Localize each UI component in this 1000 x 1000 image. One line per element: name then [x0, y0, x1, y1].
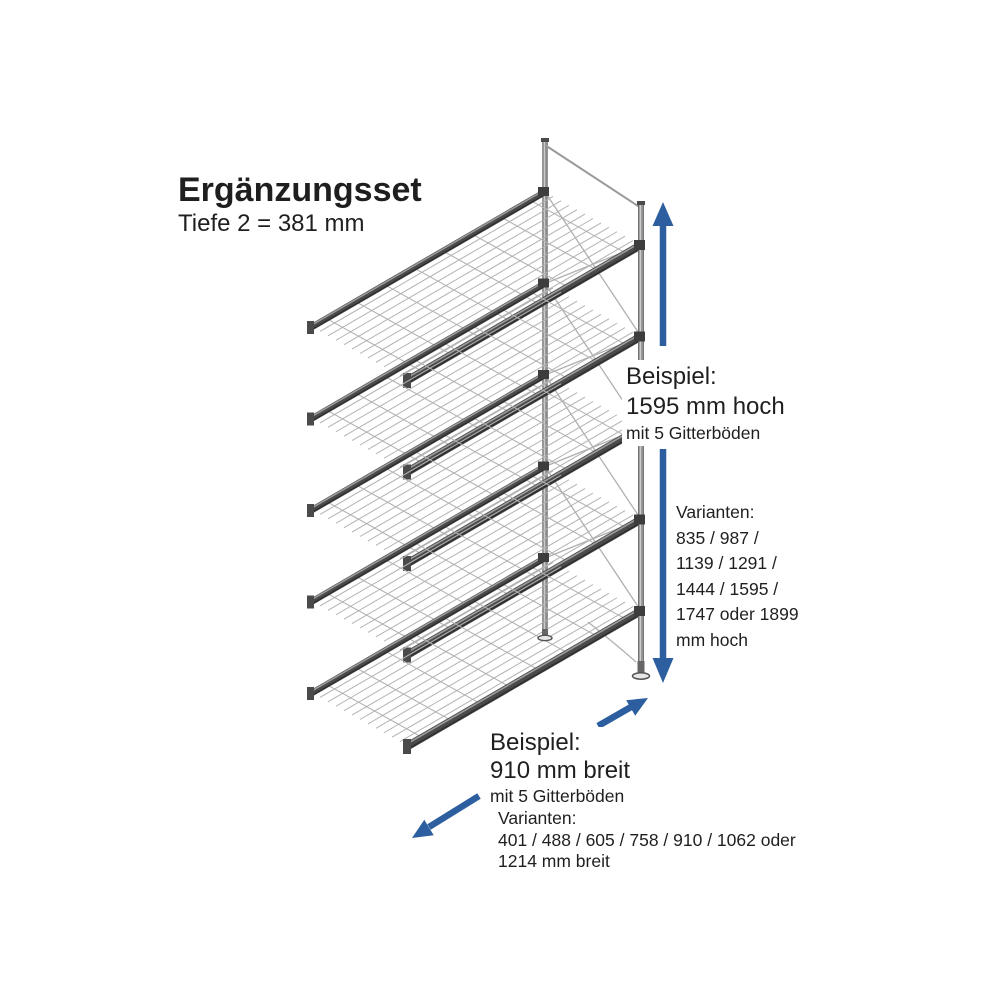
height-arrow-down-icon	[652, 449, 674, 683]
width-variants-annotation: Varianten: 401 / 488 / 605 / 758 / 910 /…	[498, 808, 796, 873]
height-variants-annotation: Varianten: 835 / 987 / 1139 / 1291 / 144…	[676, 500, 799, 653]
height-example-value: 1595 mm hoch	[626, 393, 785, 420]
width-variants-line: 401 / 488 / 605 / 758 / 910 / 1062 oder	[498, 829, 796, 850]
width-variants-label: Varianten:	[498, 808, 577, 828]
width-example-note: mit 5 Gitterböden	[490, 786, 625, 806]
width-variants-line: 1214 mm breit	[498, 851, 610, 871]
height-variants-line: 1139 / 1291 /	[676, 553, 777, 573]
width-arrow-upper-right-icon	[596, 698, 648, 729]
height-example-annotation: Beispiel: 1595 mm hoch mit 5 Gitterböden	[622, 360, 793, 446]
height-example-note: mit 5 Gitterböden	[626, 423, 761, 443]
height-variants-line: 1444 / 1595 /	[676, 578, 779, 599]
height-variants-label: Varianten:	[676, 502, 755, 522]
wire-shelf-2	[307, 280, 644, 480]
width-example-annotation: Beispiel: 910 mm breit mit 5 Gitterböden…	[486, 727, 804, 877]
depth-subtitle: Tiefe 2 = 381 mm	[178, 210, 365, 237]
front-foot	[637, 661, 645, 673]
height-variants-line: 835 / 987 /	[676, 527, 759, 548]
page-title: Ergänzungsset	[178, 171, 422, 209]
height-arrow-up-icon	[652, 202, 674, 346]
width-example-value: 910 mm breit	[490, 757, 631, 784]
height-example-label: Beispiel:	[626, 363, 717, 390]
wire-shelf-3	[307, 372, 644, 571]
width-arrow-lower-left-icon	[412, 793, 481, 838]
wire-shelf-5	[307, 555, 644, 754]
title-block: Ergänzungsset Tiefe 2 = 381 mm	[178, 172, 422, 239]
width-example-label: Beispiel:	[490, 729, 581, 756]
height-variants-line: mm hoch	[676, 629, 748, 650]
rear-foot	[542, 629, 548, 637]
height-variants-line: 1747 oder 1899	[676, 604, 799, 624]
wire-shelf-1	[307, 189, 644, 388]
